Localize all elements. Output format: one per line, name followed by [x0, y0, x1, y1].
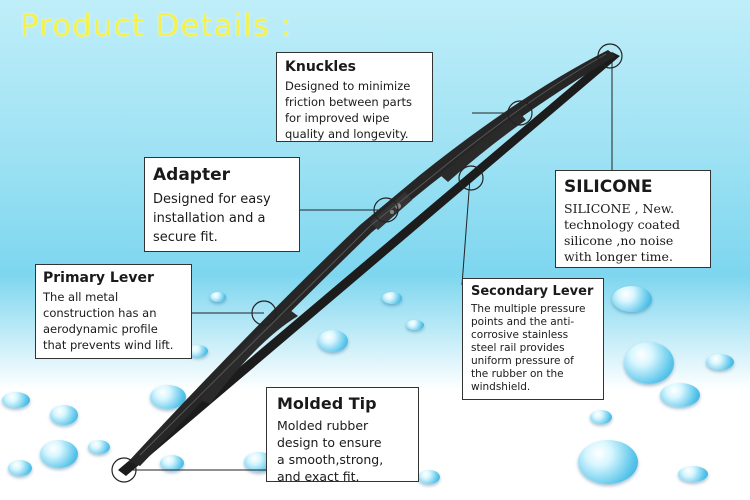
- water-droplet-icon: [8, 460, 32, 476]
- water-droplet-icon: [706, 354, 734, 370]
- frame-highlight: [139, 53, 607, 456]
- water-droplet-icon: [660, 383, 700, 407]
- silicone-marker-circle: [597, 43, 623, 69]
- molded-tip-marker-circle: [111, 457, 137, 483]
- knuckles-marker-circle: [507, 100, 533, 126]
- primary-lever-heading: Primary Lever: [43, 270, 154, 286]
- molded-tip-heading: Molded Tip: [277, 394, 377, 413]
- water-droplet-icon: [210, 292, 226, 302]
- water-droplet-icon: [40, 440, 78, 468]
- adapter-callout: Adapter Designed for easy installation a…: [144, 157, 300, 252]
- water-droplet-icon: [418, 470, 440, 484]
- water-droplet-icon: [624, 342, 674, 384]
- adapter-description: Designed for easy installation and a sec…: [153, 192, 271, 245]
- knuckles-description: Designed to minimize friction between pa…: [285, 79, 412, 141]
- primary-lever-arm: [200, 310, 298, 404]
- water-droplet-icon: [188, 345, 208, 357]
- adapter-rivet: [390, 210, 394, 214]
- molded-tip-callout: Molded Tip Molded rubber design to ensur…: [266, 387, 419, 484]
- water-droplet-icon: [160, 455, 184, 471]
- water-droplet-icon: [590, 410, 612, 424]
- rubber-blade: [118, 52, 620, 476]
- water-droplet-icon: [612, 286, 652, 312]
- secondary-lever-callout: Secondary Lever The multiple pressure po…: [462, 278, 604, 400]
- adapter-heading: Adapter: [153, 165, 231, 185]
- silicone-heading: SILICONE: [564, 177, 653, 197]
- secondary-lever-description: The multiple pressure points and the ant…: [471, 303, 586, 393]
- secondary-lever-marker-circle: [458, 165, 484, 191]
- silicone-callout: SILICONE SILICONE , New. technology coat…: [555, 170, 711, 268]
- primary-lever-description: The all metal construction has an aerody…: [43, 290, 174, 352]
- knuckles-heading: Knuckles: [285, 59, 357, 75]
- secondary-lever-arm: [440, 113, 526, 182]
- molded-tip-description: Molded rubber design to ensure a smooth,…: [277, 418, 384, 484]
- water-droplet-icon: [2, 392, 30, 408]
- water-droplet-icon: [406, 320, 424, 330]
- knuckles-callout: Knuckles Designed to minimize friction b…: [276, 52, 433, 142]
- silicone-description: SILICONE , New. technology coated silico…: [564, 201, 681, 264]
- water-droplet-icon: [678, 466, 708, 482]
- water-droplet-icon: [578, 440, 638, 484]
- water-droplet-icon: [382, 292, 402, 304]
- water-droplet-icon: [88, 440, 110, 454]
- adapter-marker-circle: [373, 197, 399, 223]
- water-droplet-icon: [50, 405, 78, 425]
- secondary-lever-leader-line: [461, 177, 471, 286]
- page-title: Product Details :: [20, 8, 293, 44]
- main-frame: [128, 50, 616, 466]
- water-droplet-icon: [318, 330, 348, 352]
- secondary-lever-heading: Secondary Lever: [471, 284, 594, 299]
- primary-lever-marker-circle: [251, 300, 277, 326]
- water-droplet-icon: [150, 385, 186, 409]
- primary-lever-callout: Primary Lever The all metal construction…: [35, 264, 192, 359]
